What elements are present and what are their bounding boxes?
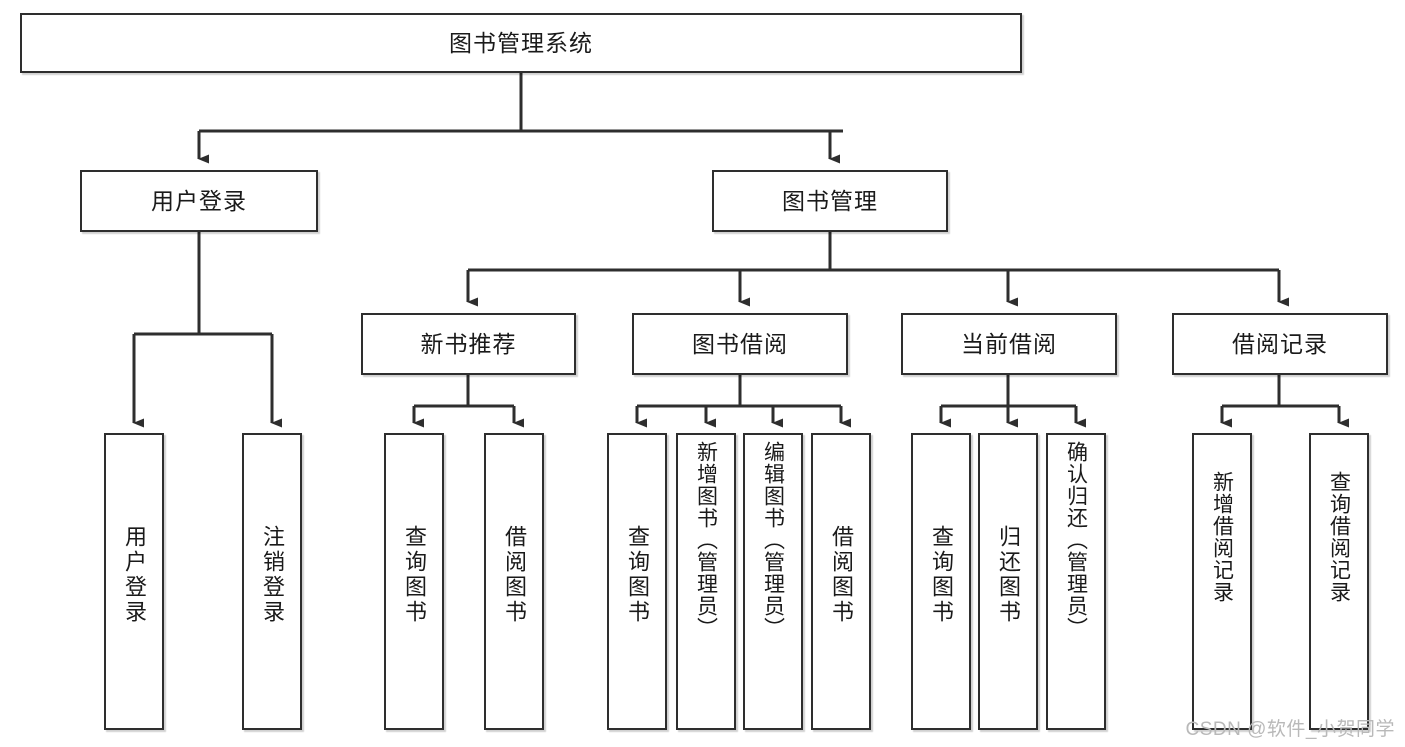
node-leaf-add-record-label: 新增借阅记录 [1210,471,1234,603]
node-leaf-return-book[interactable]: 归还图书 [978,433,1038,730]
node-new-book-recommend[interactable]: 新书推荐 [361,313,576,375]
node-leaf-user-login[interactable]: 用户登录 [104,433,164,730]
node-leaf-borrow-book-1-label: 借阅图书 [502,525,527,625]
node-leaf-query-book-3-label: 查询图书 [929,525,954,625]
node-leaf-edit-book-label: 编辑图书（管理员） [761,441,785,639]
node-leaf-user-logout-label: 注销登录 [260,525,285,625]
node-book-borrow[interactable]: 图书借阅 [632,313,848,375]
node-leaf-query-record[interactable]: 查询借阅记录 [1309,433,1369,730]
node-leaf-borrow-book-1[interactable]: 借阅图书 [484,433,544,730]
node-root[interactable]: 图书管理系统 [20,13,1022,73]
node-book-management-label: 图书管理 [782,187,878,214]
node-leaf-query-book-3[interactable]: 查询图书 [911,433,971,730]
node-current-borrow-label: 当前借阅 [961,330,1057,357]
node-book-borrow-label: 图书借阅 [692,330,788,357]
node-new-book-recommend-label: 新书推荐 [420,330,517,357]
node-book-management[interactable]: 图书管理 [712,170,948,232]
node-user-login-label: 用户登录 [151,187,247,214]
node-leaf-confirm-return[interactable]: 确认归还（管理员） [1046,433,1106,730]
node-leaf-edit-book[interactable]: 编辑图书（管理员） [743,433,803,730]
node-leaf-borrow-book-2[interactable]: 借阅图书 [811,433,871,730]
node-leaf-query-book-2[interactable]: 查询图书 [607,433,667,730]
node-borrow-record-label: 借阅记录 [1232,330,1328,357]
watermark: CSDN @软件_小贺同学 [1185,719,1395,740]
node-leaf-confirm-return-label: 确认归还（管理员） [1064,441,1088,639]
node-leaf-add-book[interactable]: 新增图书（管理员） [676,433,736,730]
node-leaf-user-login-label: 用户登录 [122,525,147,625]
node-leaf-user-logout[interactable]: 注销登录 [242,433,302,730]
node-leaf-query-record-label: 查询借阅记录 [1327,471,1351,603]
node-root-label: 图书管理系统 [449,29,593,56]
node-borrow-record[interactable]: 借阅记录 [1172,313,1388,375]
node-leaf-add-book-label: 新增图书（管理员） [694,441,718,639]
node-leaf-borrow-book-2-label: 借阅图书 [829,525,854,625]
node-leaf-return-book-label: 归还图书 [996,525,1021,625]
node-user-login[interactable]: 用户登录 [80,170,318,232]
node-current-borrow[interactable]: 当前借阅 [901,313,1117,375]
node-leaf-query-book-1[interactable]: 查询图书 [384,433,444,730]
node-leaf-query-book-1-label: 查询图书 [402,525,427,625]
node-leaf-add-record[interactable]: 新增借阅记录 [1192,433,1252,730]
node-leaf-query-book-2-label: 查询图书 [625,525,650,625]
